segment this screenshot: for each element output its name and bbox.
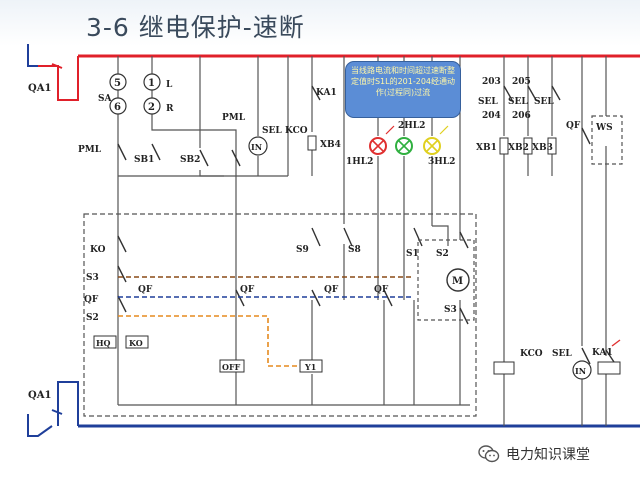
s2-label: S2 <box>86 313 99 323</box>
hq-coil <box>93 335 117 349</box>
sb1-label: SB1 <box>134 155 154 165</box>
xb4-terminal <box>307 135 317 151</box>
qa1-top-switch <box>27 44 79 101</box>
in-bottom-label: IN <box>575 366 586 376</box>
orange-dashed-link <box>118 315 300 367</box>
off-label: OFF <box>222 362 241 372</box>
kco-coil-bottom <box>493 361 515 375</box>
kco-mid-label: KCO <box>285 126 308 136</box>
sb2-label: SB2 <box>180 155 200 165</box>
meter-1 <box>143 73 161 91</box>
xb3-label: XB3 <box>532 143 553 153</box>
meter-1-label: 1 <box>148 78 155 89</box>
wechat-icon <box>478 445 500 463</box>
meter-6 <box>109 97 127 115</box>
contact-switches <box>117 85 615 365</box>
ka1-bottom-label: KA1 <box>592 348 613 358</box>
qf-b-label: QF <box>240 285 255 295</box>
meter-5-label: 5 <box>114 78 121 89</box>
sel-mid-label: SEL <box>262 126 282 136</box>
ka1-coil-bottom <box>597 361 621 375</box>
sa-label: SA <box>98 94 112 104</box>
3hl2-label: 3HL2 <box>428 157 455 167</box>
meter-2-label: 2 <box>148 102 155 113</box>
lamp-3hl2 <box>423 125 449 155</box>
ws-label: WS <box>595 123 613 133</box>
n205-label: 205 <box>512 77 531 87</box>
lamp-ka1-bottom <box>611 339 621 347</box>
xb3-terminal <box>547 137 557 155</box>
n203-label: 203 <box>482 77 501 87</box>
slide-title: 3-6 继电保护-速断 <box>86 13 305 42</box>
xb1-label: XB1 <box>476 143 497 153</box>
ko-label: KO <box>90 245 106 255</box>
s2-box-label: S2 <box>436 249 449 259</box>
hq-label: HQ <box>96 338 111 348</box>
sel-r3-label: SEL <box>534 97 554 107</box>
xb1-terminal <box>499 137 509 155</box>
1hl2-label: 1HL2 <box>346 157 373 167</box>
callout-note: 当线路电流和时间超过速断整定值时S1L的201-204经通动作(过程同)过流 <box>345 61 461 118</box>
ko-coil <box>125 335 149 349</box>
in-meter-mid <box>248 136 268 156</box>
qa1-top-label: QA1 <box>28 83 51 94</box>
motor-label: M <box>452 276 463 287</box>
meter-6-label: 6 <box>114 102 121 113</box>
r-label: R <box>166 104 174 114</box>
sel-r1-label: SEL <box>478 97 498 107</box>
motor-enclosure <box>417 239 475 321</box>
in-mid-label: IN <box>251 142 262 152</box>
qa1-bottom-label: QA1 <box>28 390 51 401</box>
xb4-label: XB4 <box>320 140 341 150</box>
xb2-terminal <box>523 137 533 155</box>
n206-label: 206 <box>512 111 531 121</box>
s9-label: S9 <box>296 245 309 255</box>
lamp-2hl2 <box>395 137 413 155</box>
watermark-text: 电力知识课堂 <box>506 447 590 463</box>
sel-bottom-label: SEL <box>552 349 572 359</box>
lamp-1hl2 <box>369 125 395 155</box>
motor <box>446 268 470 292</box>
ko-box-label: KO <box>129 338 143 348</box>
l-label: L <box>166 80 173 90</box>
sel-r2-label: SEL <box>508 97 528 107</box>
y1-coil <box>299 359 323 373</box>
s1-label: S1 <box>406 249 419 259</box>
qf-d-label: QF <box>374 285 389 295</box>
control-panel-enclosure <box>83 213 477 417</box>
qf-right-label: QF <box>566 121 581 131</box>
s8-label: S8 <box>348 245 361 255</box>
xb2-label: XB2 <box>508 143 529 153</box>
y1-label: Y1 <box>304 362 316 372</box>
ka1-top-label: KA1 <box>316 88 337 98</box>
pml-mid-label: PML <box>222 113 246 123</box>
2hl2-label: 2HL2 <box>398 121 425 131</box>
qf-c-label: QF <box>324 285 339 295</box>
n204-label: 204 <box>482 111 501 121</box>
meter-5 <box>109 73 127 91</box>
s3-label: S3 <box>86 273 99 283</box>
off-coil <box>219 359 245 373</box>
qa1-bottom-switch <box>27 381 79 437</box>
pml-left-label: PML <box>78 145 102 155</box>
qf-left-label: QF <box>84 295 99 305</box>
in-meter-bottom <box>572 360 592 380</box>
title-bar: 3-6 继电保护-速断 <box>0 0 640 46</box>
qf-a-label: QF <box>138 285 153 295</box>
s3-box-label: S3 <box>444 305 457 315</box>
watermark: 电力知识课堂 <box>478 442 590 466</box>
kco-bottom-label: KCO <box>520 349 543 359</box>
ws-enclosure <box>591 115 623 165</box>
meter-2 <box>143 97 161 115</box>
